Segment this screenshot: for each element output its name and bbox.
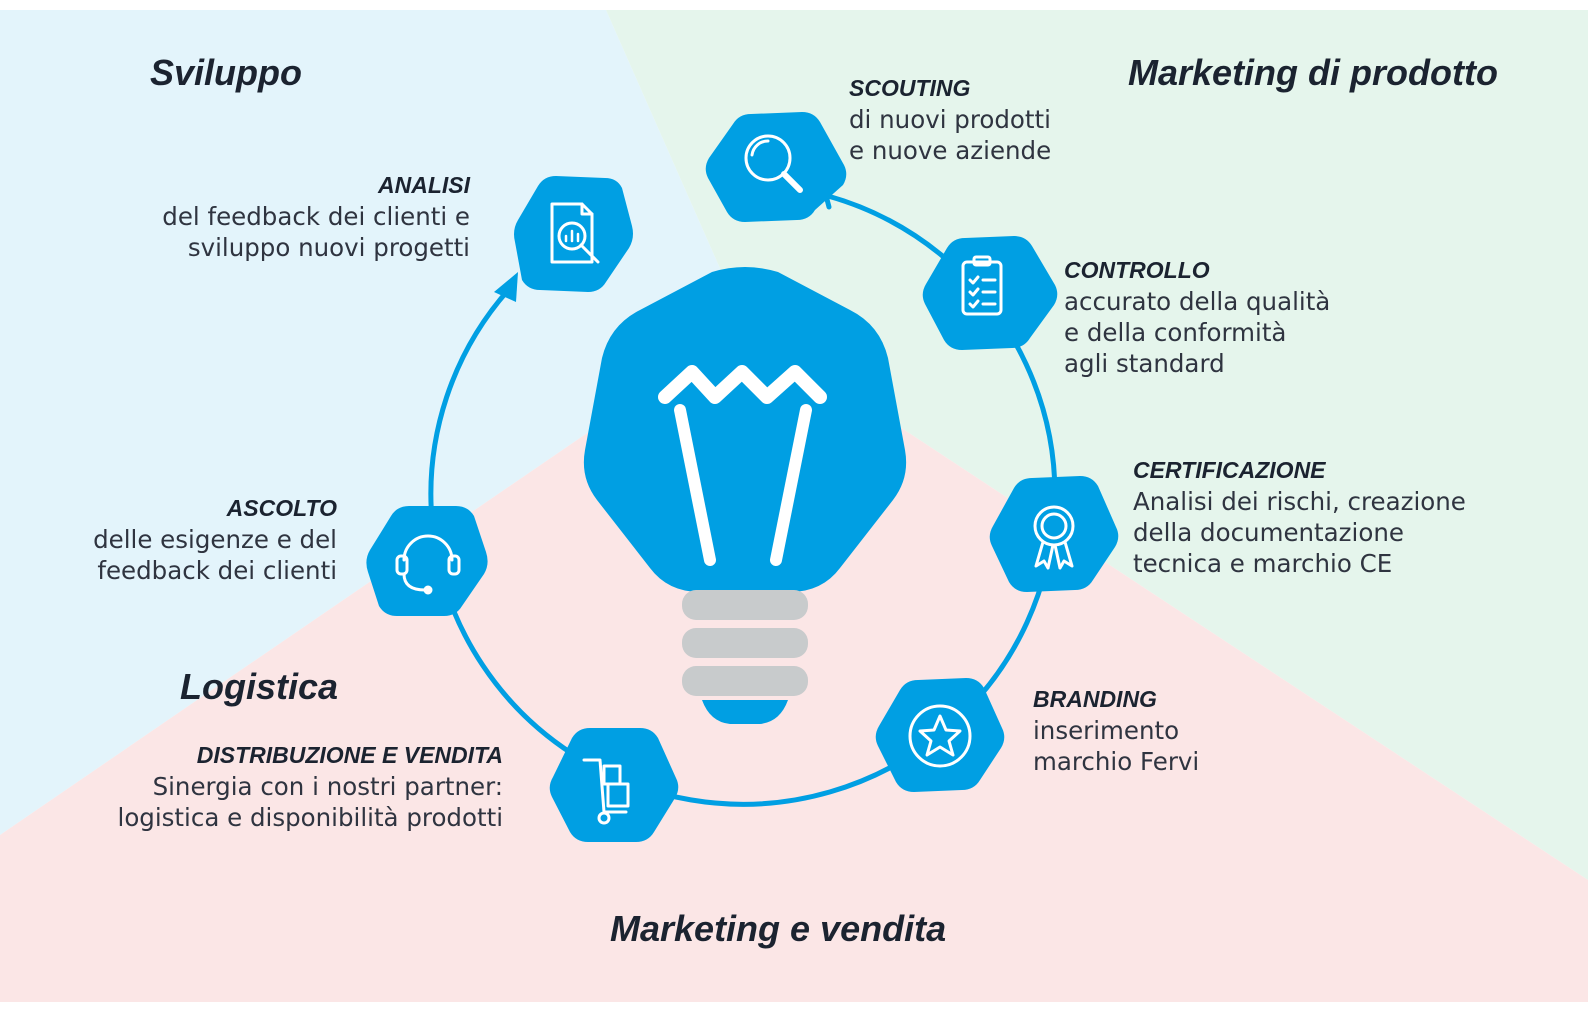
step-line: logistica e disponibilità prodotti xyxy=(117,803,503,832)
step-line: accurato della qualità xyxy=(1064,287,1331,316)
step-title-ascolto: ASCOLTO xyxy=(226,495,337,521)
step-scouting: SCOUTING di nuovi prodotti e nuove azien… xyxy=(849,73,1051,166)
checklist-icon xyxy=(961,255,1003,316)
step-title-controllo: CONTROLLO xyxy=(1064,257,1210,283)
award-ribbon-icon xyxy=(1033,505,1075,570)
step-certificazione: CERTIFICAZIONE Analisi dei rischi, creaz… xyxy=(1133,455,1466,579)
step-line: Analisi dei rischi, creazione xyxy=(1133,487,1466,516)
hex-ascolto xyxy=(366,506,488,616)
step-branding: BRANDING inserimento marchio Fervi xyxy=(1033,684,1199,777)
report-search-icon xyxy=(550,202,600,264)
magnifier-icon xyxy=(744,134,803,193)
step-line: Sinergia con i nostri partner: xyxy=(152,772,503,801)
step-line: sviluppo nuovi progetti xyxy=(187,233,470,262)
step-line: di nuovi prodotti xyxy=(849,105,1051,134)
ring-arrow-head xyxy=(494,272,518,302)
section-title-sviluppo: Sviluppo xyxy=(150,52,302,93)
lightbulb-icon xyxy=(583,267,907,724)
step-controllo: CONTROLLO accurato della qualità e della… xyxy=(1064,255,1330,379)
step-line: delle esigenze e del xyxy=(93,525,337,554)
step-line: inserimento xyxy=(1033,716,1180,745)
sector-marketing-prodotto xyxy=(606,10,1588,880)
step-line: agli standard xyxy=(1064,349,1225,378)
hand-truck-icon xyxy=(582,758,630,825)
step-line: tecnica e marchio CE xyxy=(1133,549,1393,578)
sector-marketing-vendita xyxy=(0,325,1588,1002)
step-title-analisi: ANALISI xyxy=(378,172,470,198)
step-line: marchio Fervi xyxy=(1033,747,1200,776)
step-title-certificazione: CERTIFICAZIONE xyxy=(1133,457,1326,483)
step-title-distribuzione: DISTRIBUZIONE E VENDITA xyxy=(196,742,503,768)
step-line: feedback dei clienti xyxy=(97,556,337,585)
step-analisi: ANALISI del feedback dei clienti e svilu… xyxy=(162,170,470,263)
step-line: e della conformità xyxy=(1064,318,1287,347)
hex-branding xyxy=(875,678,1005,792)
step-line: e nuove aziende xyxy=(849,136,1052,165)
step-line: del feedback dei clienti e xyxy=(162,202,470,231)
section-title-marketing-prodotto: Marketing di prodotto xyxy=(1128,52,1498,93)
step-title-branding: BRANDING xyxy=(1033,686,1157,712)
section-title-marketing-vendita: Marketing e vendita xyxy=(610,908,947,949)
step-ascolto: ASCOLTO delle esigenze e del feedback de… xyxy=(93,493,337,586)
step-line: della documentazione xyxy=(1133,518,1404,547)
hex-analisi xyxy=(514,176,633,292)
hex-certificazione xyxy=(989,476,1119,592)
headset-icon xyxy=(395,534,461,595)
section-title-logistica: Logistica xyxy=(180,666,339,707)
step-title-scouting: SCOUTING xyxy=(849,75,971,101)
hex-scouting xyxy=(705,112,847,222)
star-badge-icon xyxy=(908,704,972,768)
step-distribuzione: DISTRIBUZIONE E VENDITA Sinergia con i n… xyxy=(118,740,503,833)
